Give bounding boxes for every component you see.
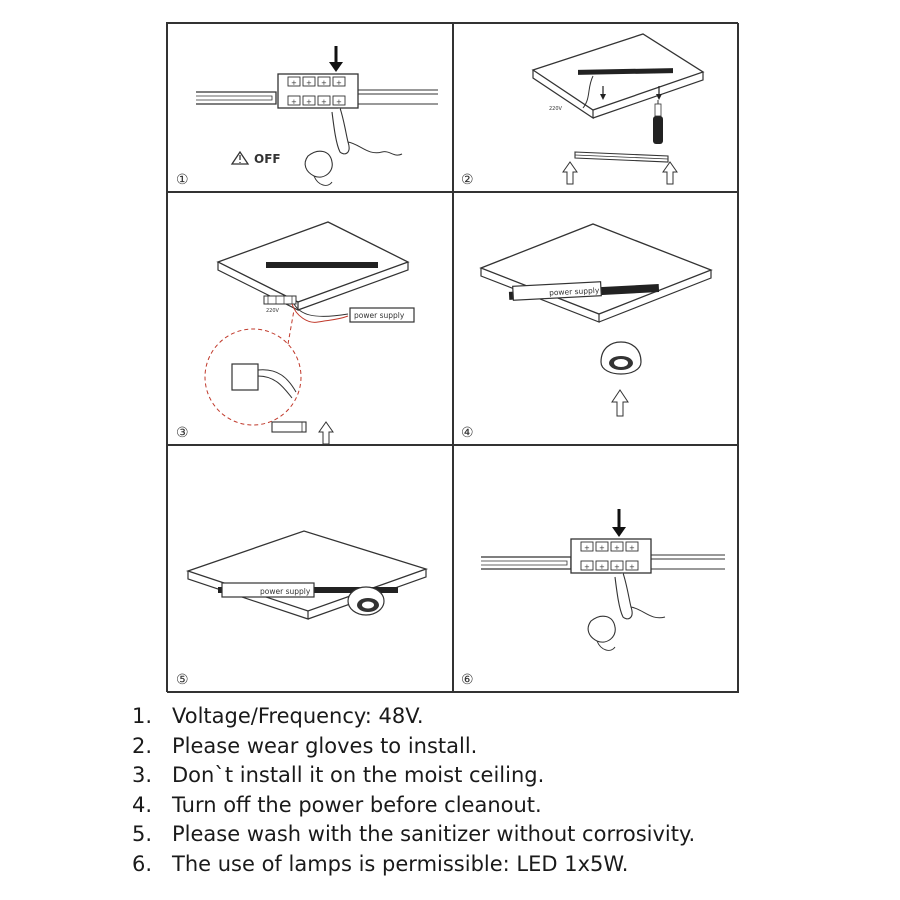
installation-notes: 1. Voltage/Frequency: 48V. 2. Please wear … (132, 702, 872, 879)
note-text: Please wash with the sanitizer without c… (172, 822, 696, 846)
svg-text:+: + (614, 563, 620, 571)
svg-text:+: + (291, 79, 297, 87)
note-item: 5. Please wash with the sanitizer without… (132, 820, 872, 850)
note-number: 2. (132, 733, 153, 758)
svg-text:+: + (321, 98, 327, 106)
note-item: 3. Don`t install it on the moist ceiling. (132, 761, 872, 791)
note-item: 2. Please wear gloves to install. (132, 732, 872, 762)
note-text: Voltage/Frequency: 48V. (172, 704, 424, 728)
svg-text:+: + (584, 563, 590, 571)
svg-text:+: + (629, 544, 635, 552)
svg-text:+: + (291, 98, 297, 106)
power-supply-label: power supply (549, 286, 600, 298)
step-number: ⑥ (461, 672, 474, 688)
power-supply-label: power supply (354, 311, 405, 320)
note-item: 4. Turn off the power before cleanout. (132, 791, 872, 821)
svg-text:+: + (614, 544, 620, 552)
svg-text:+: + (336, 98, 342, 106)
power-supply-wiring-illustration: 220V power supply (204, 221, 415, 445)
step-4-panel: power supply ④ (452, 191, 739, 446)
lamp-attach-illustration: power supply (479, 223, 713, 417)
note-item: 1. Voltage/Frequency: 48V. (132, 702, 872, 732)
power-supply-label: power supply (260, 587, 311, 596)
step-number: ⑤ (176, 672, 189, 688)
svg-text:+: + (336, 79, 342, 87)
note-number: 3. (132, 763, 153, 787)
voltage-label: 220V (266, 308, 280, 314)
note-text: Please wear gloves to install. (172, 733, 478, 758)
voltage-label: 220V (549, 106, 563, 112)
connector-press-illustration: + + + + + + + + OFF (196, 46, 438, 186)
note-number: 5. (132, 822, 153, 846)
step-number: ① (176, 172, 189, 188)
svg-text:+: + (629, 563, 635, 571)
step-number: ④ (461, 425, 474, 441)
step-3-panel: 220V power supply ③ (167, 191, 454, 446)
svg-text:+: + (599, 563, 605, 571)
step-5-panel: power supply ⑤ (167, 444, 454, 693)
step-2-panel: 220V ② (452, 23, 739, 193)
note-item: 6. The use of lamps is permissible: LED 1… (132, 850, 872, 880)
note-text: Turn off the power before cleanout. (172, 792, 542, 817)
svg-text:+: + (306, 79, 312, 87)
svg-text:+: + (321, 79, 327, 87)
note-number: 4. (132, 792, 153, 817)
step-6-panel: + + + + + + + + ⑥ (452, 444, 739, 693)
power-off-label: OFF (254, 152, 281, 166)
step-number: ③ (176, 425, 189, 441)
note-text: The use of lamps is permissible: LED 1x5… (172, 851, 629, 876)
step-number: ② (461, 172, 474, 188)
power-on-illustration: + + + + + + + + (481, 509, 725, 651)
note-number: 6. (132, 851, 153, 876)
note-text: Don`t install it on the moist ceiling. (172, 763, 545, 787)
installed-lamp-illustration: power supply (185, 530, 429, 620)
ceiling-mount-illustration: 220V (531, 33, 705, 185)
svg-text:+: + (306, 98, 312, 106)
step-1-panel: + + + + + + + + OFF ① (167, 23, 454, 193)
svg-text:+: + (584, 544, 590, 552)
instruction-grid: + + + + + + + + OFF ① (166, 22, 739, 693)
note-number: 1. (132, 704, 153, 728)
svg-text:+: + (599, 544, 605, 552)
